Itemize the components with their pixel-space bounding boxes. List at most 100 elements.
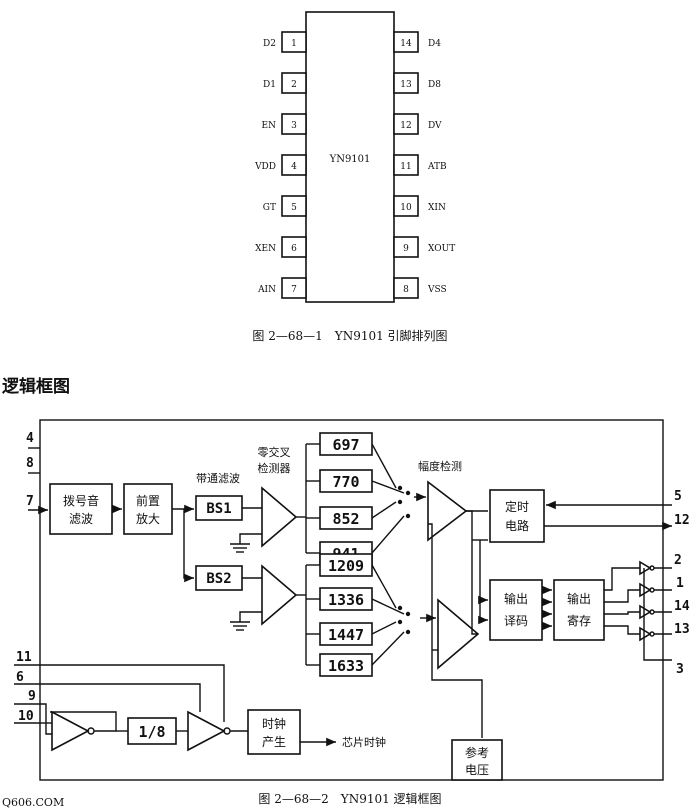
low-group-filters: 697770852941 [306, 432, 411, 565]
outer-frame [39, 419, 664, 781]
pin-name: XOUT [428, 244, 455, 254]
svg-text:滤波: 滤波 [69, 512, 93, 526]
logic-diagram: 4 8 7 拨号音 滤波 前置 放大 带通滤波 零交叉 检测器 幅度检测 BS1… [14, 419, 690, 781]
decoder-register-bus [542, 585, 552, 631]
svg-text:定时: 定时 [505, 499, 529, 514]
bandpass-label: 带通滤波 [196, 472, 240, 485]
timer-circuit-block [489, 489, 545, 543]
pin-number: 2 [291, 80, 297, 90]
pin-box-10 [393, 195, 419, 217]
pin-9-label: 9 [28, 689, 36, 704]
high-freq-label: 1209 [328, 557, 364, 575]
pin-number: 11 [400, 162, 411, 172]
bs2-filter-block [195, 565, 243, 591]
svg-text:1/8: 1/8 [138, 723, 165, 741]
pin-4-label: 4 [26, 431, 34, 446]
pin-14-label: 14 [674, 599, 690, 614]
pin-box-6 [281, 236, 307, 258]
svg-text:寄存: 寄存 [567, 613, 591, 628]
pin-diagram-caption: 图 2—68—1 YN9101 引脚排列图 [252, 328, 447, 343]
low-freq-label: 697 [332, 436, 359, 454]
svg-text:输出: 输出 [504, 591, 528, 606]
svg-text:BS2: BS2 [206, 571, 231, 587]
pin-name: D8 [428, 80, 441, 90]
pin-11-label: 11 [16, 650, 32, 665]
svg-text:输出: 输出 [567, 591, 591, 606]
pin-name: DV [428, 121, 442, 131]
pin-number: 4 [291, 162, 297, 172]
pin-box-13 [393, 72, 419, 94]
svg-text:译码: 译码 [504, 614, 528, 628]
pin-number: 9 [403, 244, 409, 254]
pin-10-label: 10 [18, 709, 34, 724]
pin-number: 8 [403, 285, 409, 295]
pin-number: 5 [291, 203, 297, 213]
svg-text:放大: 放大 [136, 511, 160, 526]
pin-name: D2 [263, 39, 276, 49]
zero-cross-label-1: 零交叉 [258, 445, 291, 459]
zero-cross-label-2: 检测器 [258, 461, 291, 475]
pin-box-9 [393, 236, 419, 258]
high-freq-label: 1336 [328, 591, 364, 609]
pin-8-label: 8 [26, 456, 34, 471]
pin-number: 10 [400, 203, 412, 213]
low-freq-label: 770 [332, 473, 359, 491]
pin-box-8 [393, 277, 419, 299]
chip-name: YN9101 [329, 154, 371, 165]
pin-box-5 [281, 195, 307, 217]
pin-name: D4 [428, 39, 441, 49]
pin-6-label: 6 [16, 670, 24, 685]
pin-name: GT [263, 203, 276, 213]
ground-symbol-2 [230, 611, 262, 631]
pin-number: 3 [291, 121, 297, 131]
output-decoder-block [489, 579, 543, 641]
oscillator-inverter [51, 710, 90, 752]
pin-name: EN [262, 121, 277, 131]
pin-box-14 [393, 31, 419, 53]
pin-number: 6 [291, 244, 297, 254]
pin-13-label: 13 [674, 622, 690, 637]
svg-text:BS1: BS1 [206, 501, 231, 517]
divide-by-8-block [127, 717, 177, 745]
preamp-block [123, 483, 173, 535]
amplitude-comparator-1 [427, 480, 468, 542]
pin-12-label: 12 [674, 513, 690, 528]
svg-text:电路: 电路 [505, 518, 529, 533]
high-group-filters: 1209 1336 1447 1633 [306, 553, 411, 677]
pin-number: 1 [291, 39, 297, 49]
pin-box-1 [281, 31, 307, 53]
pin-box-2 [281, 72, 307, 94]
low-freq-label: 852 [332, 510, 359, 528]
pin-box-3 [281, 113, 307, 135]
pin-name: XEN [255, 244, 276, 254]
svg-text:时钟: 时钟 [262, 716, 286, 731]
clock-generator-block [247, 709, 301, 755]
pin-number: 12 [400, 121, 411, 131]
svg-text:电压: 电压 [465, 763, 489, 777]
pin-name: ATB [427, 162, 447, 172]
pin-box-11 [393, 154, 419, 176]
chip-body [305, 11, 395, 303]
svg-text:参考: 参考 [465, 745, 489, 760]
pin-number: 13 [400, 80, 412, 90]
pin-number: 7 [291, 285, 297, 295]
logic-diagram-caption: 图 2—68—2 YN9101 逻辑框图 [258, 792, 441, 806]
pin-7-label: 7 [26, 494, 34, 509]
svg-text:前置: 前置 [136, 493, 160, 508]
high-freq-label: 1447 [328, 626, 364, 644]
pin-name: VSS [427, 285, 447, 295]
chip-clock-label: 芯片时钟 [342, 735, 386, 749]
pin-box-12 [393, 113, 419, 135]
pin-number: 14 [400, 39, 412, 49]
high-freq-label: 1633 [328, 657, 364, 675]
pin-box-4 [281, 154, 307, 176]
right-pins: 14 D4 13 D8 12 DV 11 ATB 10 XIN 9 XOUT 8 VSS [393, 31, 455, 299]
section-title: 逻辑框图 [2, 376, 70, 397]
amplitude-detect-label: 幅度检测 [418, 459, 462, 473]
pin-name: VDD [254, 162, 276, 172]
reference-voltage-block [451, 739, 503, 781]
pin-name: XIN [428, 203, 446, 213]
clock-gate [187, 710, 226, 752]
